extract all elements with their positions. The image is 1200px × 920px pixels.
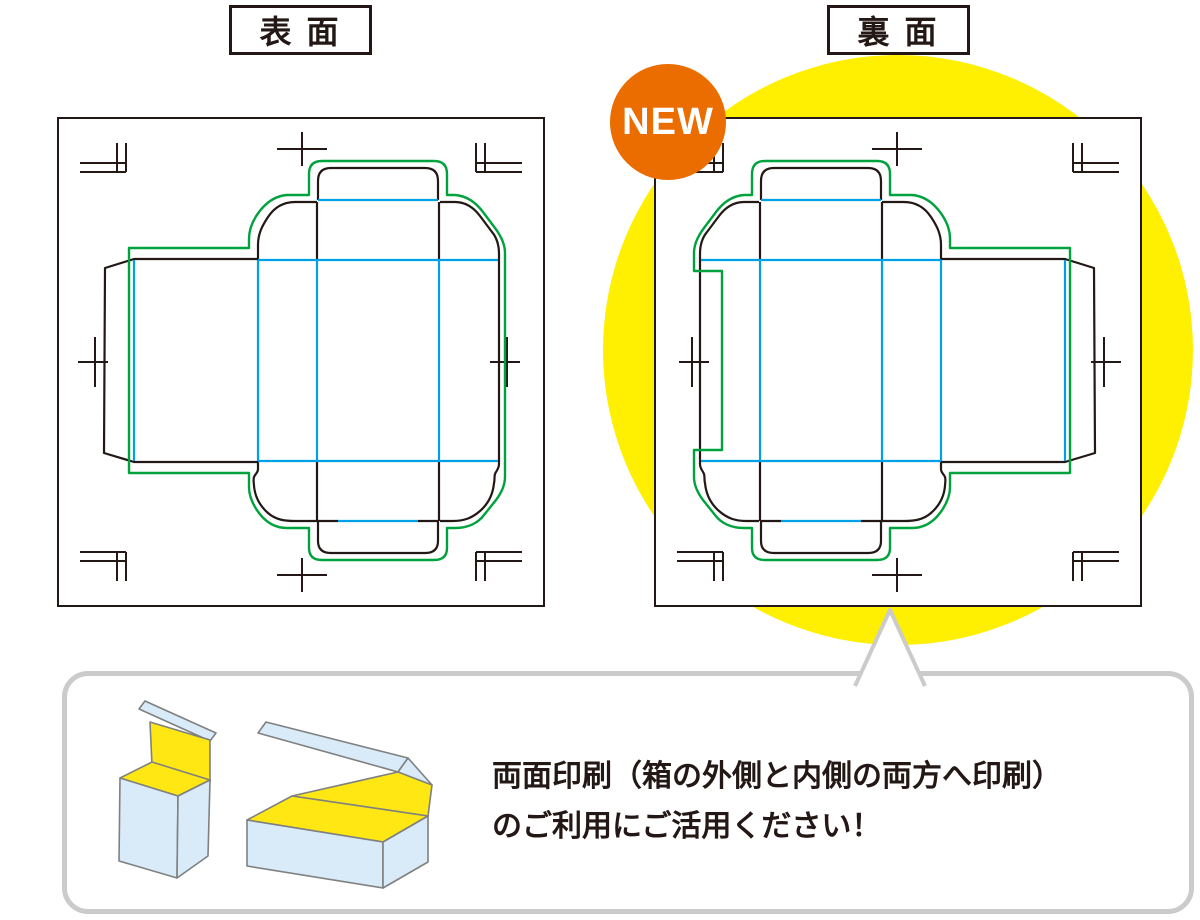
speech-bubble (62, 671, 1194, 914)
open-box-illustrations (118, 700, 433, 889)
dieline-bleed-line-inset (692, 159, 1072, 562)
callout-line-1: 両面印刷（箱の外側と内側の両方へ印刷） (492, 760, 1062, 793)
tall-open-box-illustration (118, 700, 217, 879)
wide-open-box-illustration (246, 721, 433, 889)
new-badge: NEW (610, 64, 726, 180)
front-dieline-drawing (77, 131, 523, 593)
back-side-label-text: 裏 面 (857, 14, 940, 50)
front-dieline-artboard (57, 117, 545, 607)
speech-bubble-pointer (853, 608, 927, 687)
back-dieline-drawing (676, 131, 1122, 593)
callout-line-2: のご利用にご活用ください！ (492, 810, 882, 843)
back-dieline-artboard (654, 117, 1142, 607)
dieline-bleed-line (127, 159, 507, 562)
tall-box-front-face (118, 777, 179, 879)
wide-box-lid (257, 721, 409, 773)
front-side-label-text: 表 面 (259, 14, 342, 50)
wide-box-end-face (382, 815, 429, 889)
tall-box-side-face (176, 779, 211, 879)
back-side-label: 裏 面 (827, 5, 970, 55)
callout-text: 両面印刷（箱の外側と内側の両方へ印刷） のご利用にご活用ください！ (492, 752, 1152, 852)
front-side-label: 表 面 (229, 5, 372, 55)
new-badge-text: NEW (622, 100, 714, 143)
tall-box-lid (138, 700, 217, 742)
